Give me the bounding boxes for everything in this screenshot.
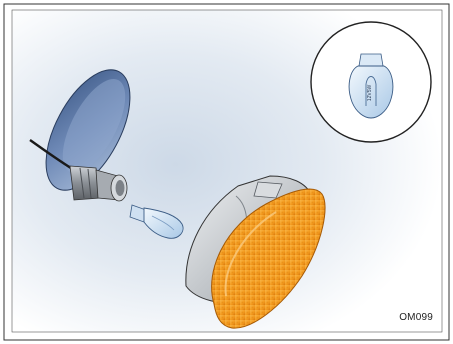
bulb-rating-label: 12V5W <box>367 85 373 102</box>
figure-code: OM099 <box>399 312 433 323</box>
bulb-detail-inset: 12V5W <box>311 22 431 142</box>
